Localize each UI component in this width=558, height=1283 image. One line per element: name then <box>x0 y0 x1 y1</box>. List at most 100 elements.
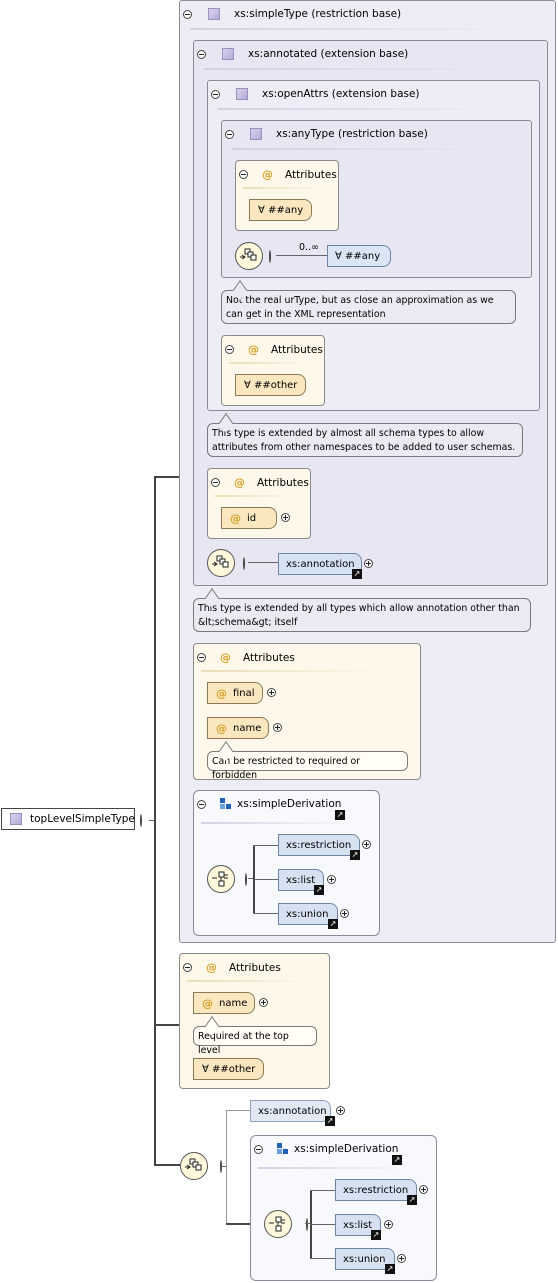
expand-icon[interactable] <box>327 875 336 884</box>
simple-derivation-header[interactable]: xs:simpleDerivation <box>197 798 341 810</box>
any-other-attribute[interactable]: ∀ ##other <box>235 374 306 396</box>
expand-icon[interactable] <box>384 1220 393 1229</box>
collapse-icon[interactable] <box>183 963 192 972</box>
name-attribute[interactable]: @ name <box>193 992 255 1014</box>
any-element[interactable]: ∀ ##any <box>327 245 391 267</box>
restriction-element[interactable]: xs:restriction <box>335 1179 417 1201</box>
collapse-icon[interactable] <box>225 129 234 139</box>
attributes-label: Attributes <box>271 343 323 356</box>
collapse-icon[interactable] <box>254 1144 263 1154</box>
link-icon[interactable]: ↗ <box>350 850 360 860</box>
attribute-name: final <box>233 687 255 699</box>
attributes-header[interactable]: @ Attributes <box>197 651 295 664</box>
simple-derivation-header[interactable]: xs:simpleDerivation <box>254 1143 398 1155</box>
collapse-icon[interactable] <box>245 873 247 886</box>
link-icon[interactable]: ↗ <box>314 885 324 895</box>
collapse-icon[interactable] <box>306 1218 308 1231</box>
union-element[interactable]: xs:union <box>278 903 338 925</box>
expand-icon[interactable] <box>340 909 349 918</box>
divider <box>258 1167 408 1169</box>
collapse-icon[interactable] <box>197 799 206 809</box>
annotated-header[interactable]: xs:annotated (extension base) <box>197 48 408 60</box>
expand-icon[interactable] <box>273 723 282 732</box>
divider <box>201 670 381 672</box>
connector <box>311 1190 336 1191</box>
expand-icon[interactable] <box>397 1254 406 1263</box>
any-type-note: Not the real urType, but as close an app… <box>221 290 516 324</box>
any-attribute[interactable]: ∀ ##any <box>249 199 312 221</box>
expand-icon[interactable] <box>281 513 290 522</box>
id-attribute[interactable]: @ id <box>221 507 277 529</box>
collapse-icon[interactable] <box>225 345 234 354</box>
collapse-icon[interactable] <box>211 478 220 487</box>
note-text: This type is extended by almost all sche… <box>212 428 516 453</box>
divider <box>187 980 307 982</box>
collapse-icon[interactable] <box>239 170 248 179</box>
connector <box>305 1223 311 1224</box>
restriction-element[interactable]: xs:restriction <box>278 834 360 856</box>
any-type-header[interactable]: xs:anyType (restriction base) <box>225 128 428 140</box>
annotation-element[interactable]: xs:annotation <box>250 1100 331 1122</box>
expand-icon[interactable] <box>336 1106 345 1115</box>
connector <box>149 820 155 821</box>
name-attribute[interactable]: @ name <box>207 717 269 739</box>
connector <box>311 1224 336 1225</box>
annotation-element[interactable]: xs:annotation <box>278 553 362 575</box>
list-element[interactable]: xs:list <box>278 869 324 891</box>
simple-type-header[interactable]: xs:simpleType (restriction base) <box>183 8 401 20</box>
link-icon[interactable]: ↗ <box>325 1116 335 1126</box>
divider <box>243 187 323 189</box>
connector <box>276 255 328 256</box>
link-icon[interactable]: ↗ <box>392 1155 402 1165</box>
expand-icon[interactable] <box>419 1185 428 1194</box>
link-icon[interactable]: ↗ <box>335 810 345 820</box>
choice-compositor-icon[interactable] <box>207 865 235 893</box>
simple-derivation-title: xs:simpleDerivation <box>294 1143 399 1155</box>
expand-icon[interactable] <box>362 840 371 849</box>
open-attrs-header[interactable]: xs:openAttrs (extension base) <box>211 88 420 100</box>
union-element[interactable]: xs:union <box>335 1248 395 1270</box>
list-element[interactable]: xs:list <box>335 1214 381 1236</box>
attributes-header[interactable]: @ Attributes <box>225 343 323 356</box>
collapse-icon[interactable] <box>197 653 206 662</box>
collapse-icon[interactable] <box>269 250 271 263</box>
attribute-icon: @ <box>234 476 245 489</box>
attributes-header[interactable]: @ Attributes <box>183 961 281 974</box>
link-icon[interactable]: ↗ <box>328 919 338 929</box>
open-attrs-note: This type is extended by almost all sche… <box>207 423 523 457</box>
connector <box>248 562 278 563</box>
expand-icon[interactable] <box>267 688 276 697</box>
collapse-icon[interactable] <box>243 557 245 570</box>
link-icon[interactable]: ↗ <box>352 569 362 579</box>
connector <box>254 845 279 846</box>
any-type-title: xs:anyType (restriction base) <box>276 128 428 140</box>
type-icon <box>222 48 234 60</box>
final-attribute[interactable]: @ final <box>207 682 263 704</box>
sequence-compositor-icon[interactable] <box>180 1152 208 1180</box>
any-other-attribute[interactable]: ∀ ##other <box>193 1058 264 1080</box>
expand-icon[interactable] <box>364 559 373 568</box>
attributes-header[interactable]: @ Attributes <box>239 168 337 181</box>
choice-compositor-icon[interactable] <box>264 1210 292 1238</box>
attributes-header[interactable]: @ Attributes <box>211 476 309 489</box>
expand-icon[interactable] <box>259 998 268 1007</box>
group-icon <box>277 1143 289 1155</box>
link-icon[interactable]: ↗ <box>371 1230 381 1240</box>
collapse-icon[interactable] <box>211 89 220 99</box>
link-icon[interactable]: ↗ <box>385 1264 395 1274</box>
link-icon[interactable]: ↗ <box>407 1195 417 1205</box>
collapse-icon[interactable] <box>197 49 206 59</box>
simple-type-title: xs:simpleType (restriction base) <box>234 8 402 20</box>
connector <box>226 1223 264 1225</box>
sequence-compositor-icon[interactable] <box>235 242 263 270</box>
sequence-compositor-icon[interactable] <box>207 549 235 577</box>
any-element-label: ∀ ##any <box>335 250 381 262</box>
note-text: Required at the top level <box>198 1031 289 1056</box>
connector <box>221 1166 227 1167</box>
note-text: Can be restricted to required or forbidd… <box>212 756 361 781</box>
element-label: xs:list <box>286 874 316 886</box>
collapse-icon[interactable] <box>183 9 192 19</box>
connector <box>254 913 279 914</box>
root-node-toplevelsimpletype[interactable]: topLevelSimpleType <box>1 808 135 830</box>
collapse-icon[interactable] <box>140 814 142 827</box>
